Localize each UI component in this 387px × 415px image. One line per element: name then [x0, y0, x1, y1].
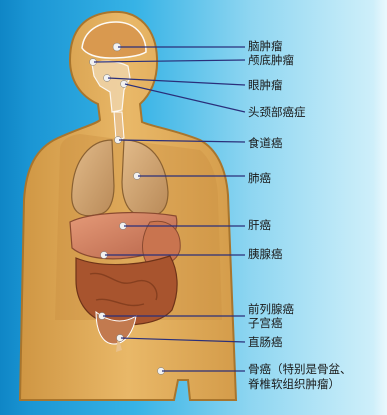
- label-liver-cancer: 肝癌: [248, 219, 271, 232]
- label-bone-cancer-line2: 脊椎软组织肿瘤）: [248, 378, 340, 391]
- intestines: [76, 256, 177, 325]
- label-brain-tumor: 脑肿瘤: [248, 40, 283, 53]
- label-lung-cancer: 肺癌: [248, 172, 271, 185]
- label-eye-tumor: 眼肿瘤: [248, 79, 283, 92]
- esophagus: [114, 112, 124, 140]
- label-head-neck-cancer: 头颈部癌症: [248, 106, 306, 119]
- label-esophageal-cancer: 食道癌: [248, 137, 283, 150]
- label-bone-cancer-line1: 骨癌（特别是骨盆、: [248, 363, 352, 376]
- label-cervical-cancer: 子宫癌: [248, 317, 283, 330]
- label-prostate-cancer: 前列腺癌: [248, 303, 294, 316]
- label-rectal-cancer: 直肠癌: [248, 336, 283, 349]
- label-skull-base-tumor: 颅底肿瘤: [248, 54, 294, 67]
- label-pancreatic-cancer: 胰腺癌: [248, 248, 283, 261]
